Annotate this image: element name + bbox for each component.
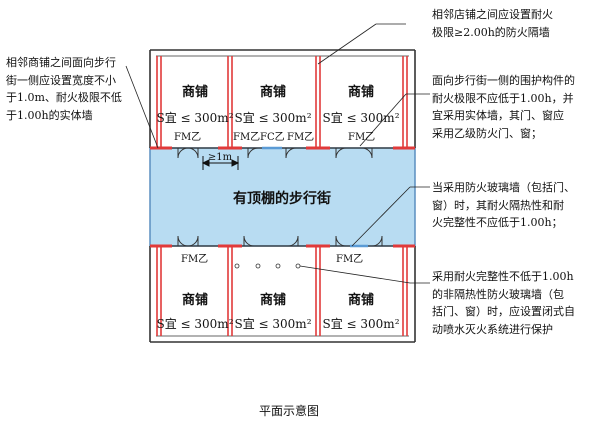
area-label: S宜 ≤ 300m² <box>157 110 234 125</box>
shop-label: 商铺 <box>182 84 208 100</box>
building-outline <box>149 49 416 343</box>
fm-label: FM乙 <box>287 131 314 143</box>
dimension-marker <box>201 156 240 170</box>
fm-label: FM乙 <box>181 253 208 265</box>
fm-label: FM乙 <box>233 131 260 143</box>
pedestrian-street <box>149 147 416 247</box>
fc-label: FC乙 <box>260 131 285 143</box>
note-right-3: 采用耐火完整性不低于1.00h 的非隔热性防火玻璃墙（包 括门、窗）时，应设置闭… <box>432 270 575 336</box>
fm-label: FM乙 <box>336 253 363 265</box>
shop-label: 商铺 <box>182 292 208 308</box>
area-label: S宜 ≤ 300m² <box>235 316 312 331</box>
area-label: S宜 ≤ 300m² <box>323 316 400 331</box>
area-label: S宜 ≤ 300m² <box>323 110 400 125</box>
fm-label: FM乙 <box>348 131 375 143</box>
area-label: S宜 ≤ 300m² <box>235 110 312 125</box>
note-top-right: 相邻店铺之间应设置耐火 极限≥2.00h的防火隔墙 <box>432 8 553 39</box>
leader-lines <box>125 23 430 284</box>
shop-label: 商铺 <box>260 292 286 308</box>
shop-label: 商铺 <box>348 292 374 308</box>
glass-walls <box>262 146 368 248</box>
fm-label: FM乙 <box>174 131 201 143</box>
note-right-1: 面向步行街一侧的围护构件的 耐火极限不应低于1.00h，并 宜采用实体墙，其门、… <box>432 74 575 140</box>
note-right-2: 当采用防火玻璃墙（包括门、 窗）时，其耐火隔热性和耐 火完整性不应低于1.00h… <box>432 181 575 229</box>
street-label: 有顶棚的步行街 <box>233 190 331 207</box>
diagram-caption: 平面示意图 <box>259 404 320 418</box>
note-left: 相邻商铺之间面向步行 街一侧应设置宽度不小 于1.0m、耐火极限不低 于1.00… <box>6 56 122 122</box>
sprinkler-icons <box>234 263 301 269</box>
area-label: S宜 ≤ 300m² <box>157 316 234 331</box>
fire-doors <box>177 147 383 247</box>
shop-label: 商铺 <box>348 84 374 100</box>
fire-walls <box>150 56 415 336</box>
shop-label: 商铺 <box>260 84 286 100</box>
dimension-label: ≥1m <box>208 152 233 163</box>
